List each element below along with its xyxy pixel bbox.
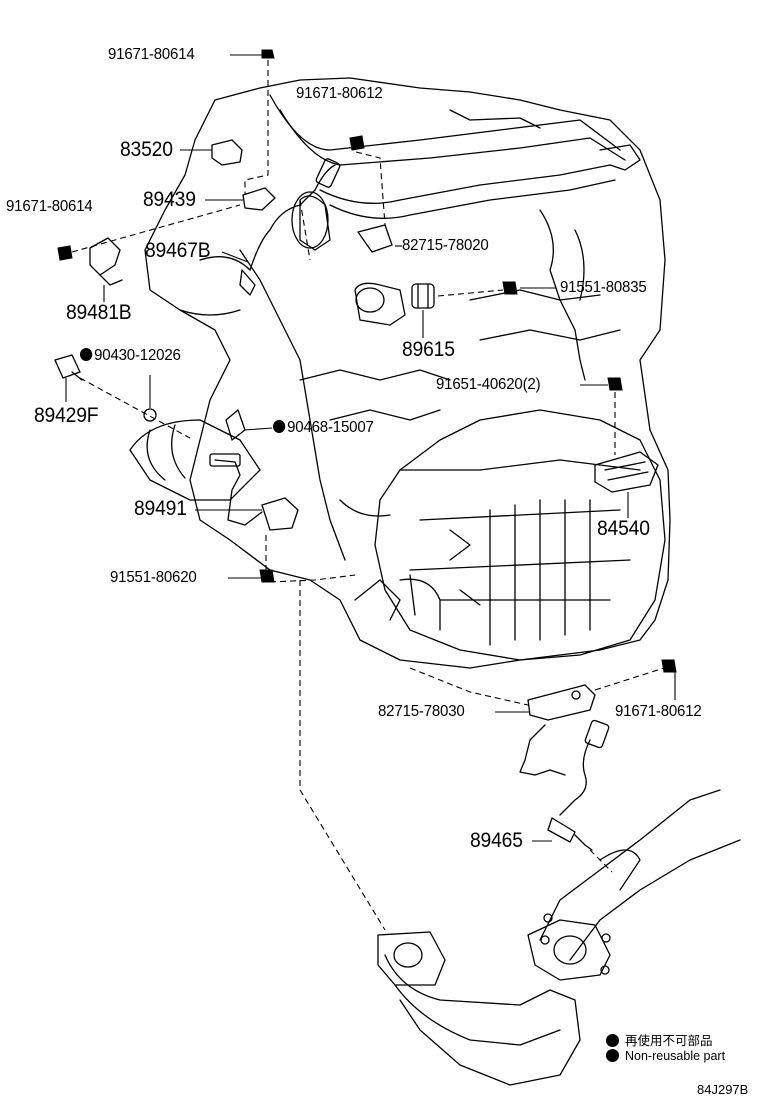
part-83520-shape bbox=[211, 139, 243, 166]
part-label-91671-80614-top[interactable]: 91671-80614 bbox=[108, 46, 195, 63]
part-label-89439[interactable]: 89439 bbox=[143, 188, 196, 211]
part-label-83520[interactable]: 83520 bbox=[120, 138, 173, 161]
part-label-82715-78020[interactable]: 82715-78020 bbox=[402, 237, 489, 254]
engine-outline bbox=[144, 77, 671, 669]
part-label-91671-80614-left[interactable]: 91671-80614 bbox=[6, 198, 93, 215]
part-label-89465[interactable]: 89465 bbox=[470, 829, 523, 852]
non-reusable-mark-icon bbox=[606, 1034, 619, 1047]
exhaust-flange-left bbox=[377, 931, 446, 986]
legend-english: Non-reusable part bbox=[606, 1049, 725, 1063]
bolt-91671-80612-right bbox=[661, 659, 677, 673]
part-label-91551-80835[interactable]: 91551-80835 bbox=[560, 279, 647, 296]
part-label-91671-80612-top[interactable]: 91671-80612 bbox=[296, 85, 383, 102]
part-label-89467b[interactable]: 89467B bbox=[145, 239, 211, 262]
non-reusable-mark-icon bbox=[606, 1049, 619, 1062]
part-84540-shape bbox=[594, 451, 659, 493]
bolt-91551-80620 bbox=[259, 569, 275, 583]
transaxle-outline bbox=[374, 409, 666, 661]
part-label-82715-78030[interactable]: 82715-78030 bbox=[378, 703, 465, 720]
part-label-91671-80612-right[interactable]: 91671-80612 bbox=[615, 703, 702, 720]
figure-code: 84J297B bbox=[697, 1082, 749, 1097]
bolt-91671-80614-top bbox=[261, 49, 275, 59]
bolt-91671-80612-top bbox=[349, 135, 365, 151]
non-reusable-mark-icon bbox=[80, 348, 93, 361]
non-reusable-mark-icon bbox=[273, 420, 286, 433]
part-label-89615[interactable]: 89615 bbox=[402, 338, 455, 361]
part-label-90468-15007[interactable]: 90468-15007 bbox=[273, 420, 374, 436]
bolt-91671-80614-left bbox=[57, 245, 73, 261]
exhaust-flange-right bbox=[527, 919, 611, 981]
bolt-91651-40620 bbox=[607, 377, 623, 391]
part-label-91551-80620[interactable]: 91551-80620 bbox=[110, 569, 197, 586]
part-label-89491[interactable]: 89491 bbox=[134, 497, 187, 520]
bracket-82715-78030 bbox=[527, 684, 596, 721]
part-label-91651-40620[interactable]: 91651-40620(2) bbox=[436, 376, 541, 393]
part-label-84540[interactable]: 84540 bbox=[597, 517, 650, 540]
sensor-89465-body bbox=[547, 817, 576, 843]
bolt-91551-80835 bbox=[502, 281, 518, 295]
exhaust-pipe-outline bbox=[384, 954, 581, 1086]
part-label-89429f[interactable]: 89429F bbox=[34, 404, 99, 427]
legend-japanese: 再使用不可部品 bbox=[606, 1030, 713, 1049]
part-label-89481b[interactable]: 89481B bbox=[66, 301, 132, 324]
part-label-90430-12026[interactable]: 90430-12026 bbox=[80, 348, 181, 364]
